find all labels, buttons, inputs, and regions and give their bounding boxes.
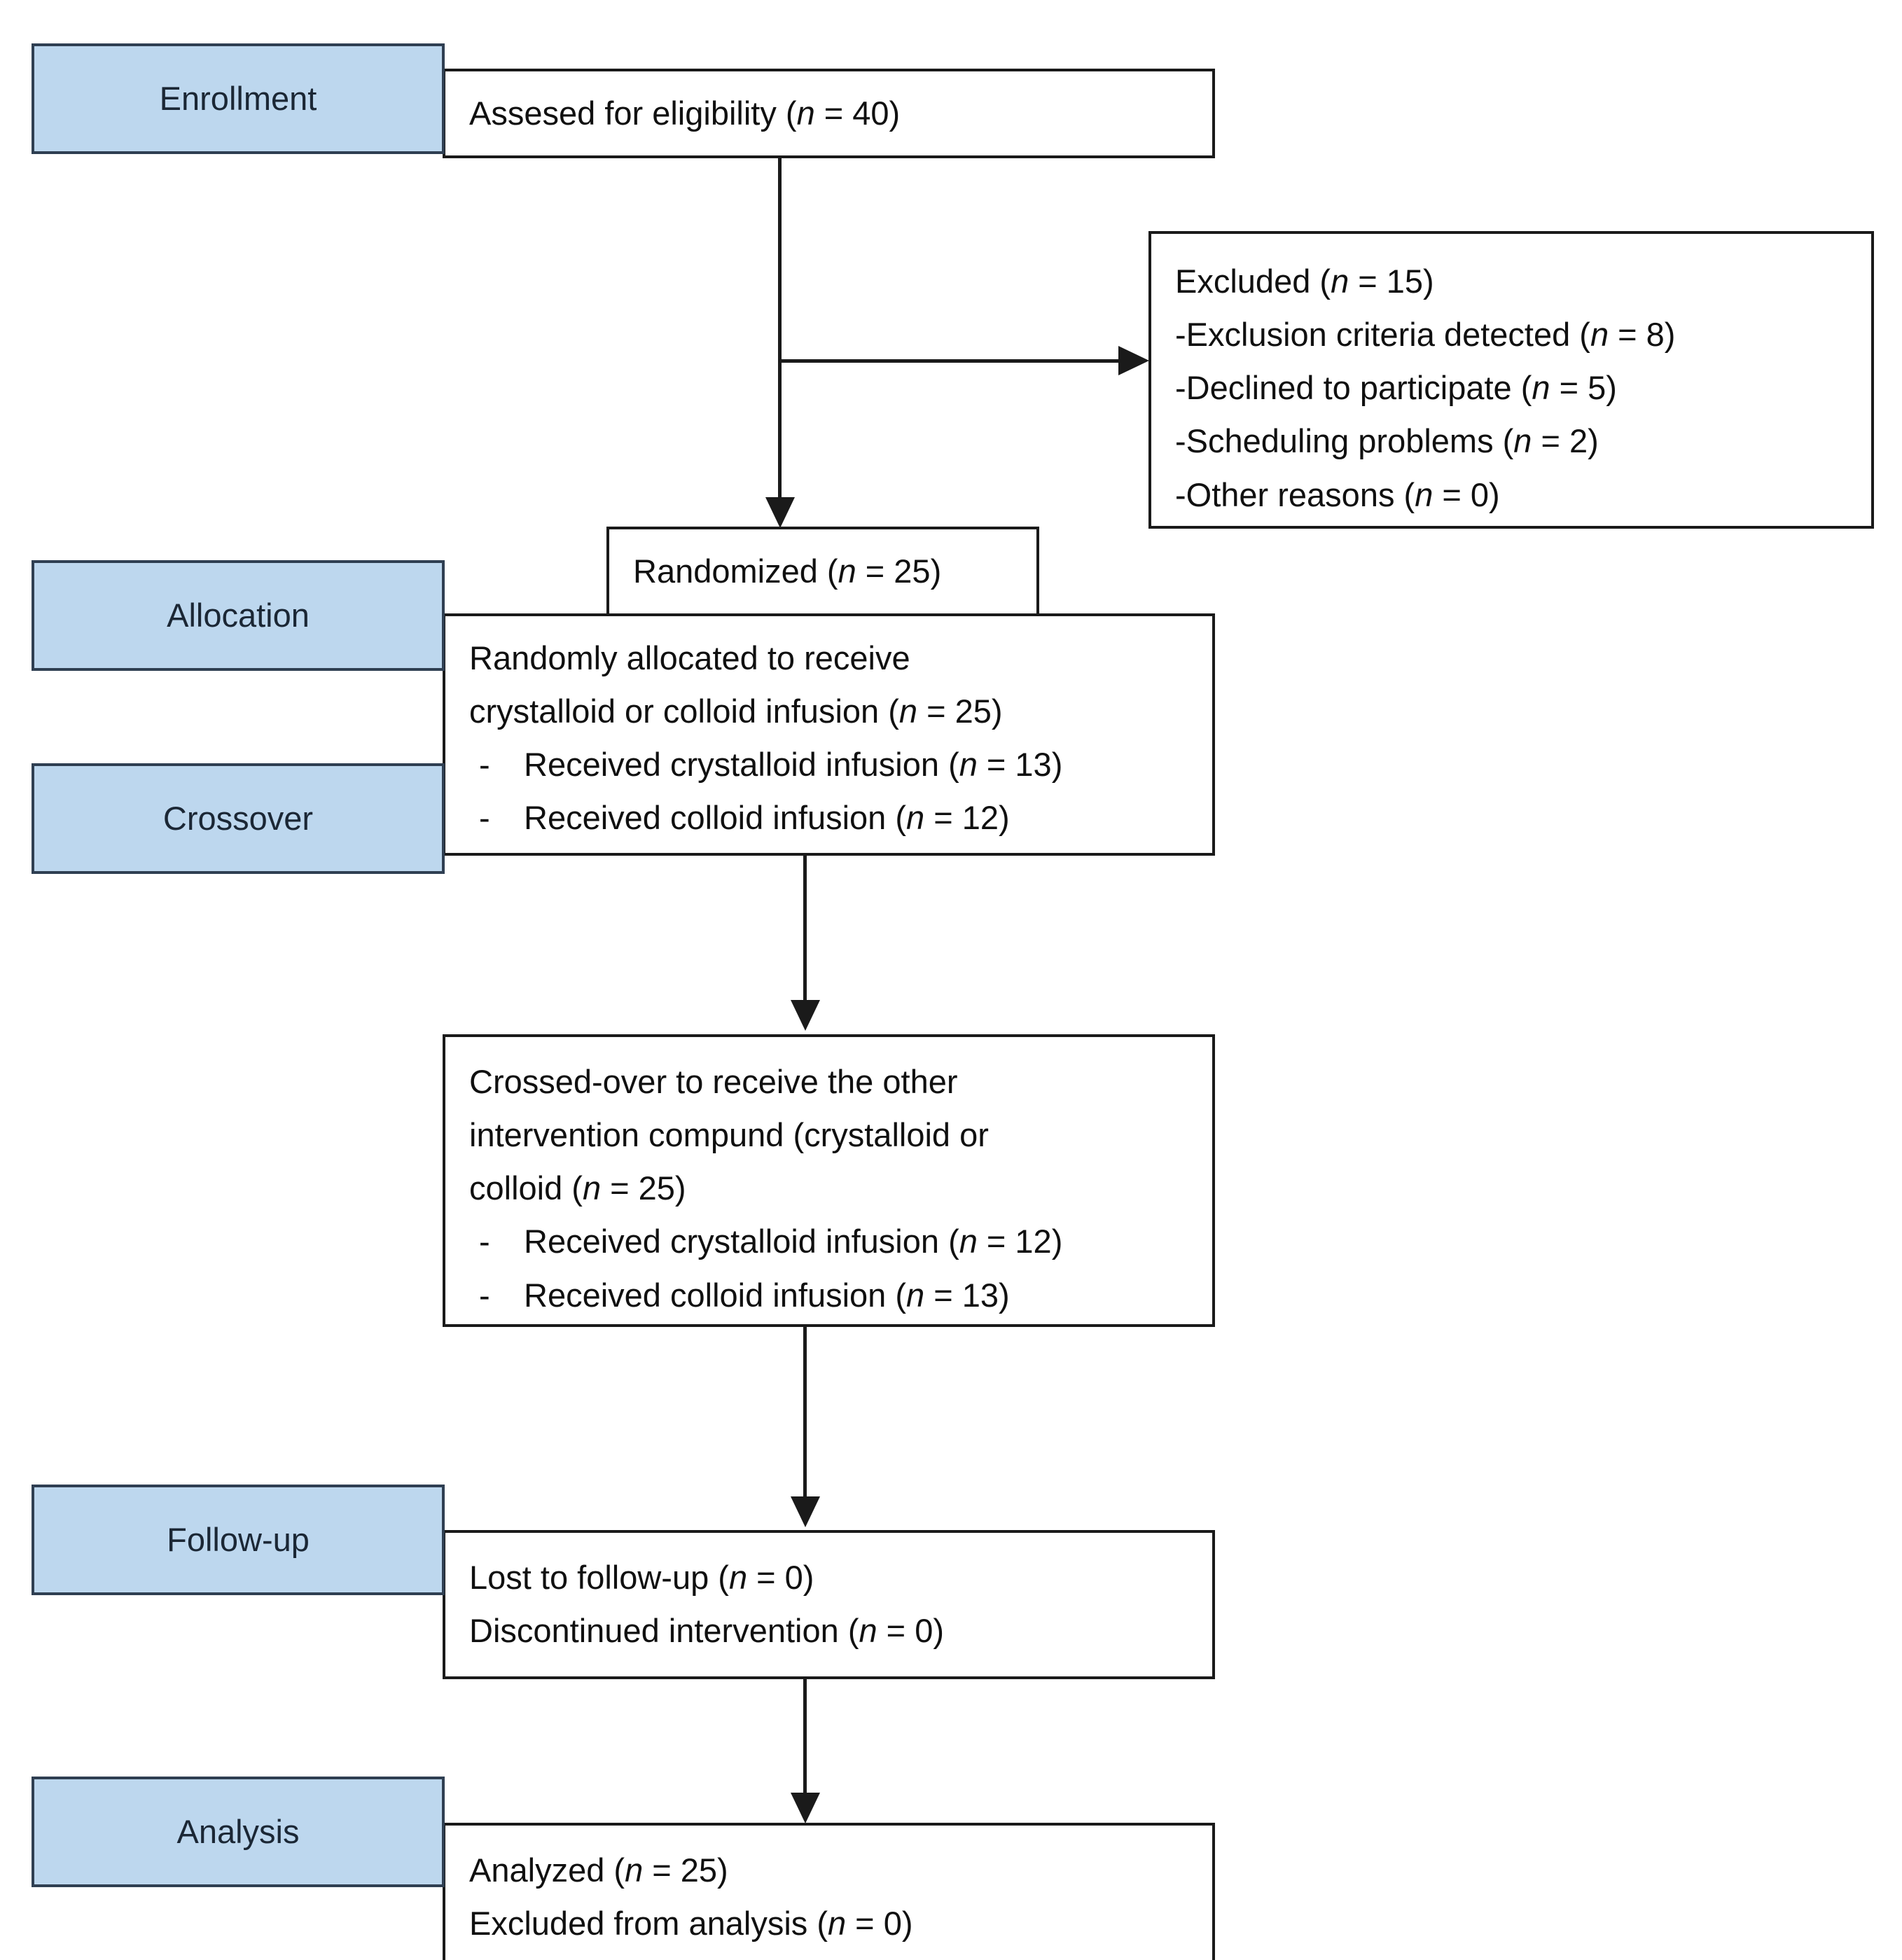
randomized-text: Randomized (n = 25) <box>633 552 942 590</box>
arrowhead-randomized <box>765 497 795 528</box>
arrowhead-crossover <box>791 1000 820 1031</box>
connector-allocated-to-crossover <box>803 856 807 1007</box>
bullet-text: Received colloid infusion (n = 13) <box>524 1276 1010 1314</box>
n-symbol: n <box>1331 263 1349 300</box>
allocated-bullet: - Received crystalloid infusion (n = 13) <box>469 738 1188 791</box>
bullet-dash: - <box>479 799 490 837</box>
followup-line-1: Lost to follow-up (n = 0) <box>469 1559 814 1596</box>
stage-label-allocation-text: Allocation <box>167 597 310 634</box>
analysis-line-1: Analyzed (n = 25) <box>469 1851 728 1889</box>
connector-crossover-to-followup <box>803 1327 807 1503</box>
connector-followup-to-analysis <box>803 1679 807 1800</box>
bullet-dash: - <box>479 1276 490 1314</box>
n-symbol: n <box>838 552 856 590</box>
n-symbol: n <box>959 1223 978 1260</box>
box-randomized: Randomized (n = 25) <box>606 527 1039 616</box>
n-symbol: n <box>959 746 978 784</box>
stage-label-followup-text: Follow-up <box>167 1521 310 1559</box>
excluded-reason: -Other reasons (n = 0) <box>1175 475 1500 513</box>
excluded-heading: Excluded (n = 15) <box>1175 263 1434 300</box>
stage-label-enrollment: Enrollment <box>32 43 445 154</box>
stage-label-crossover-text: Crossover <box>162 800 314 837</box>
n-symbol: n <box>827 1905 847 1942</box>
n-symbol: n <box>1590 316 1609 354</box>
assessed-text: Assesed for eligibility (n = 40) <box>469 94 901 132</box>
allocated-line-2: crystalloid or colloid infusion (n = 25) <box>469 693 1003 730</box>
n-symbol: n <box>906 799 925 837</box>
n-symbol: n <box>1532 369 1550 407</box>
box-excluded: Excluded (n = 15) -Exclusion criteria de… <box>1148 231 1874 529</box>
box-allocated: Randomly allocated to receive crystalloi… <box>443 613 1215 856</box>
arrowhead-followup <box>791 1496 820 1527</box>
excluded-reason: -Exclusion criteria detected (n = 8) <box>1175 316 1676 354</box>
followup-line-2: Discontinued intervention (n = 0) <box>469 1612 944 1650</box>
stage-label-followup: Follow-up <box>32 1485 445 1595</box>
box-crossed-over: Crossed-over to receive the other interv… <box>443 1034 1215 1327</box>
arrowhead-excluded <box>1118 346 1149 375</box>
crossed-over-line-2: intervention compund (crystalloid or <box>469 1116 989 1154</box>
box-analysis: Analyzed (n = 25) Excluded from analysis… <box>443 1823 1215 1960</box>
box-assessed-for-eligibility: Assesed for eligibility (n = 40) <box>443 69 1215 158</box>
n-symbol: n <box>1513 422 1532 460</box>
bullet-dash: - <box>479 1223 490 1260</box>
n-symbol: n <box>796 94 815 132</box>
connector-to-excluded <box>778 359 1123 363</box>
stage-label-crossover: Crossover <box>32 763 445 874</box>
crossed-over-bullet: - Received colloid infusion (n = 13) <box>469 1269 1188 1322</box>
crossed-over-line-1: Crossed-over to receive the other <box>469 1063 958 1100</box>
crossed-over-line-3: colloid (n = 25) <box>469 1169 686 1207</box>
n-symbol: n <box>582 1169 602 1207</box>
n-symbol: n <box>625 1851 644 1889</box>
allocated-line-1: Randomly allocated to receive <box>469 639 910 676</box>
stage-label-allocation: Allocation <box>32 560 445 671</box>
allocated-bullet: - Received colloid infusion (n = 12) <box>469 791 1188 845</box>
n-symbol: n <box>898 693 918 730</box>
crossed-over-bullet: - Received crystalloid infusion (n = 12) <box>469 1215 1188 1268</box>
stage-label-analysis-text: Analysis <box>176 1813 300 1851</box>
analysis-line-2: Excluded from analysis (n = 0) <box>469 1905 913 1942</box>
bullet-text: Received crystalloid infusion (n = 12) <box>524 1223 1063 1260</box>
excluded-reason: -Declined to participate (n = 5) <box>1175 369 1617 407</box>
bullet-text: Received crystalloid infusion (n = 13) <box>524 746 1063 784</box>
arrowhead-analysis <box>791 1793 820 1823</box>
bullet-dash: - <box>479 746 490 784</box>
bullet-text: Received colloid infusion (n = 12) <box>524 799 1010 837</box>
n-symbol: n <box>906 1276 925 1314</box>
n-symbol: n <box>859 1612 877 1650</box>
stage-label-analysis: Analysis <box>32 1777 445 1887</box>
connector-assessed-to-randomized <box>778 158 782 504</box>
excluded-reason: -Scheduling problems (n = 2) <box>1175 422 1599 460</box>
n-symbol: n <box>1415 475 1434 513</box>
stage-label-enrollment-text: Enrollment <box>159 80 317 118</box>
n-symbol: n <box>728 1559 748 1596</box>
box-followup: Lost to follow-up (n = 0) Discontinued i… <box>443 1530 1215 1679</box>
